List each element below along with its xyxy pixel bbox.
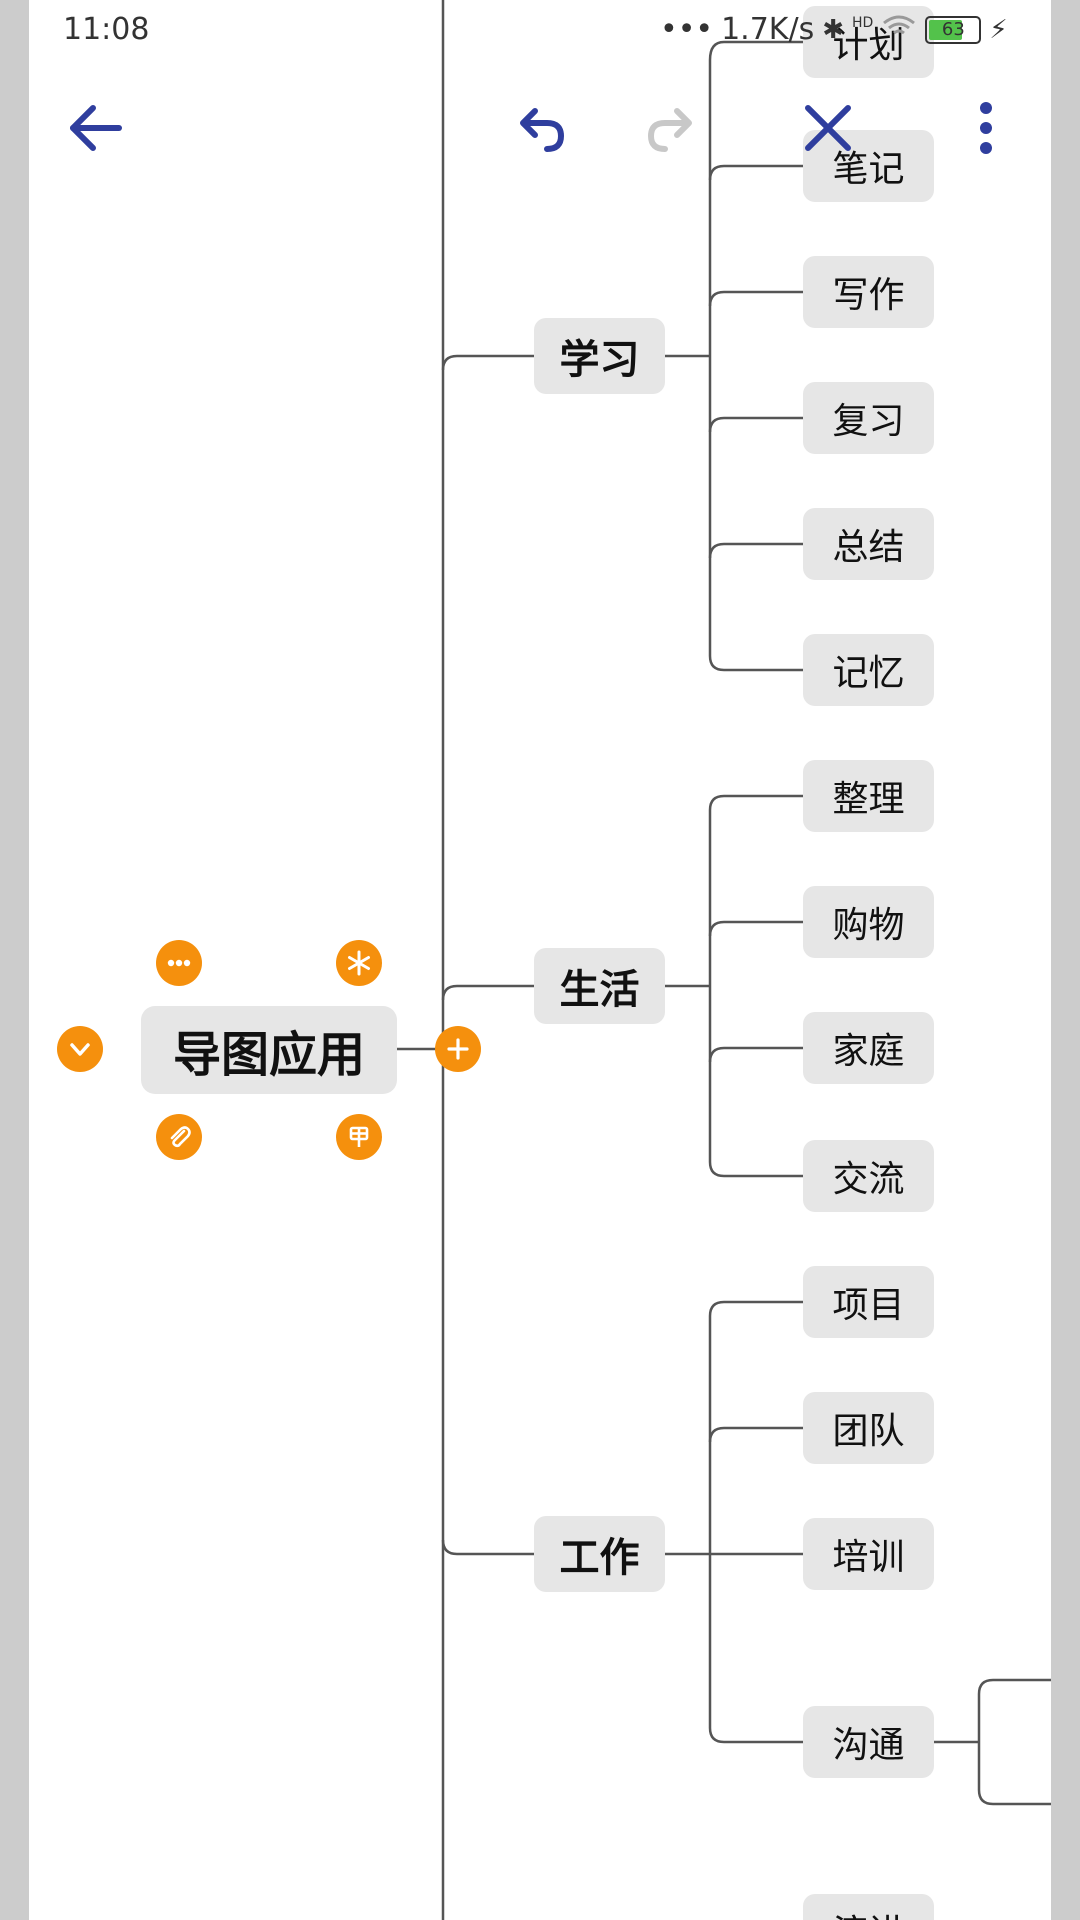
branch-connector-life: [441, 984, 534, 1001]
node-review[interactable]: 复习: [803, 382, 934, 454]
close-icon[interactable]: [798, 98, 858, 158]
node-memory[interactable]: 记忆: [803, 634, 934, 706]
node-shopping[interactable]: 购物: [803, 886, 934, 958]
flag-icon[interactable]: [336, 1114, 382, 1160]
more-horiz-icon[interactable]: [156, 940, 202, 986]
node-team[interactable]: 团队: [803, 1392, 934, 1464]
node-summary[interactable]: 总结: [803, 508, 934, 580]
node-project[interactable]: 项目: [803, 1266, 934, 1338]
signal-dots-icon: •••: [660, 12, 714, 47]
attachment-icon[interactable]: [156, 1114, 202, 1160]
node-plan[interactable]: 计划: [803, 6, 934, 78]
status-time: 11:08: [63, 12, 150, 47]
battery-level: 63: [941, 18, 965, 40]
collapse-icon[interactable]: [57, 1026, 103, 1072]
branch-work[interactable]: 工作: [534, 1516, 665, 1592]
connector-lines: [395, 0, 1051, 1920]
network-speed: 1.7K/s: [721, 12, 815, 47]
bluetooth-icon: ✱: [822, 14, 845, 45]
root-node[interactable]: 导图应用: [141, 1006, 397, 1094]
node-speech[interactable]: 演讲: [803, 1894, 934, 1920]
more-vert-icon[interactable]: [966, 98, 1006, 158]
undo-icon[interactable]: [508, 98, 574, 158]
node-notes[interactable]: 笔记: [803, 130, 934, 202]
charging-icon: ⚡: [989, 14, 1008, 45]
add-icon[interactable]: [435, 1026, 481, 1072]
node-family[interactable]: 家庭: [803, 1012, 934, 1084]
branch-connector-work: [441, 1539, 534, 1556]
status-icons: ••• 1.7K/s ✱ HD 63 ⚡: [660, 12, 1008, 47]
node-training[interactable]: 培训: [803, 1518, 934, 1590]
asterisk-icon[interactable]: [336, 940, 382, 986]
node-liaison[interactable]: 沟通: [803, 1706, 934, 1778]
branch-life[interactable]: 生活: [534, 948, 665, 1024]
mindmap-canvas[interactable]: 计划 笔记 写作 复习 总结 记忆 整理 购物 家庭 交流 项目 团队 培训 沟…: [29, 0, 1051, 1920]
status-bar: 11:08 ••• 1.7K/s ✱ HD 63 ⚡: [0, 0, 1080, 62]
wifi-icon: [881, 12, 917, 47]
redo-icon[interactable]: [638, 98, 704, 158]
branch-connector-study: [441, 354, 534, 371]
node-organize[interactable]: 整理: [803, 760, 934, 832]
hd-label: HD: [852, 14, 874, 31]
back-arrow-icon[interactable]: [62, 98, 128, 158]
node-communication[interactable]: 交流: [803, 1140, 934, 1212]
branch-study[interactable]: 学习: [534, 318, 665, 394]
node-writing[interactable]: 写作: [803, 256, 934, 328]
battery-icon: 63: [925, 15, 982, 44]
